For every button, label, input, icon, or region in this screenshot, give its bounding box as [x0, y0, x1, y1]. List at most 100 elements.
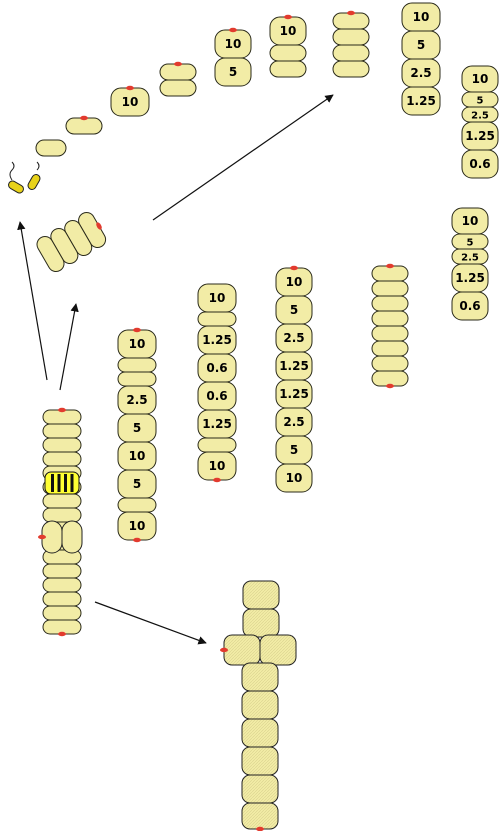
cell-segment	[451, 291, 489, 321]
cell-label: 10	[129, 449, 146, 463]
cell-segment	[332, 28, 370, 46]
cell-segment	[401, 86, 441, 116]
cell-label: 1.25	[406, 94, 436, 108]
pole-marker	[220, 647, 228, 653]
filament-arc-8: 10 5 2.5 1.25	[401, 2, 441, 116]
cell-segment	[241, 690, 279, 720]
bacterium-rod	[27, 174, 41, 190]
cell-segment	[65, 117, 103, 135]
pole-marker	[386, 383, 394, 389]
cell-segment	[241, 774, 279, 804]
bacterium-rod	[8, 180, 24, 194]
cell-segment	[117, 497, 157, 513]
cell-label: 10	[462, 214, 479, 228]
cell-segment	[259, 634, 297, 666]
cell-segment	[241, 662, 279, 692]
cell-label: 0.6	[206, 389, 227, 403]
cell-label: 5	[133, 477, 141, 491]
cell-label: 2.5	[471, 111, 489, 122]
cell-label: 10	[122, 95, 139, 109]
cell-label: 1.25	[202, 417, 232, 431]
cell-segment	[223, 634, 261, 666]
cell-label: 0.6	[469, 157, 490, 171]
cell-segment	[269, 44, 307, 62]
cell-label: 2.5	[410, 66, 431, 80]
pole-marker	[58, 631, 66, 637]
cell-segment	[332, 60, 370, 78]
cell-label: 0.6	[459, 299, 480, 313]
arrow-to-fragment	[59, 303, 79, 391]
filament-col-d	[371, 263, 409, 389]
cell-segment	[371, 340, 409, 357]
cell-label: 2.5	[126, 393, 147, 407]
filament-arc-1	[35, 139, 67, 157]
cell-segment	[197, 311, 237, 327]
cell-segment	[332, 12, 370, 30]
arrow-to-bacteria	[17, 221, 48, 381]
cell-segment	[242, 580, 280, 610]
filament-arc-4	[159, 61, 197, 97]
filament-arc-6: 10	[269, 14, 307, 78]
pole-marker	[126, 85, 134, 91]
cell-label: 5	[290, 443, 298, 457]
cell-segment	[269, 60, 307, 78]
cell-label: 1.25	[202, 333, 232, 347]
cell-segment	[197, 437, 237, 453]
cell-label: 10	[209, 291, 226, 305]
cell-segment	[371, 370, 409, 387]
cells-layer: 10105101052.51.251052.51.250.61052.51.25…	[8, 2, 499, 832]
cell-label: 10	[413, 10, 430, 24]
cell-segment	[42, 437, 82, 453]
pole-marker	[80, 115, 88, 121]
cell-segment	[42, 423, 82, 439]
cell-label: 2.5	[461, 253, 479, 264]
cell-segment	[241, 802, 279, 830]
cell-segment	[461, 149, 499, 179]
filament-arc-2	[65, 115, 103, 135]
pole-marker	[347, 10, 355, 16]
cell-label: 10	[280, 24, 297, 38]
filament-bottom-branch	[220, 580, 297, 832]
cell-label: 10	[129, 337, 146, 351]
pole-marker	[133, 537, 141, 543]
cell-segment	[275, 463, 313, 493]
cell-segment	[371, 295, 409, 312]
arrow-to-arc	[152, 94, 334, 221]
cell-segment	[42, 605, 82, 621]
cell-label: 5	[290, 303, 298, 317]
cell-segment	[42, 591, 82, 607]
arrow-to-branch	[94, 601, 207, 645]
pole-marker	[290, 265, 298, 271]
cell-segment	[371, 265, 409, 282]
pole-marker	[213, 477, 221, 483]
cell-segment	[117, 357, 157, 373]
cell-label: 5	[417, 38, 425, 52]
cell-segment	[36, 235, 65, 273]
flagellum	[9, 161, 15, 181]
cell-segment	[241, 746, 279, 776]
filament-tilted	[36, 211, 107, 273]
pole-marker	[256, 826, 264, 832]
filament-arc-5: 105	[214, 27, 252, 87]
cell-segment	[241, 718, 279, 748]
septum-stripe-block	[44, 471, 80, 495]
cell-segment	[159, 63, 197, 81]
cell-label: 10	[286, 471, 303, 485]
pole-marker	[38, 534, 46, 540]
cell-segment	[35, 139, 67, 157]
pole-marker	[133, 327, 141, 333]
cell-label: 1.25	[455, 271, 485, 285]
cell-label: 5	[477, 96, 484, 107]
filament-arc-7	[332, 10, 370, 78]
pole-marker	[229, 27, 237, 33]
released-bacteria	[8, 161, 41, 194]
cell-label: 5	[229, 65, 237, 79]
cell-label: 10	[129, 519, 146, 533]
